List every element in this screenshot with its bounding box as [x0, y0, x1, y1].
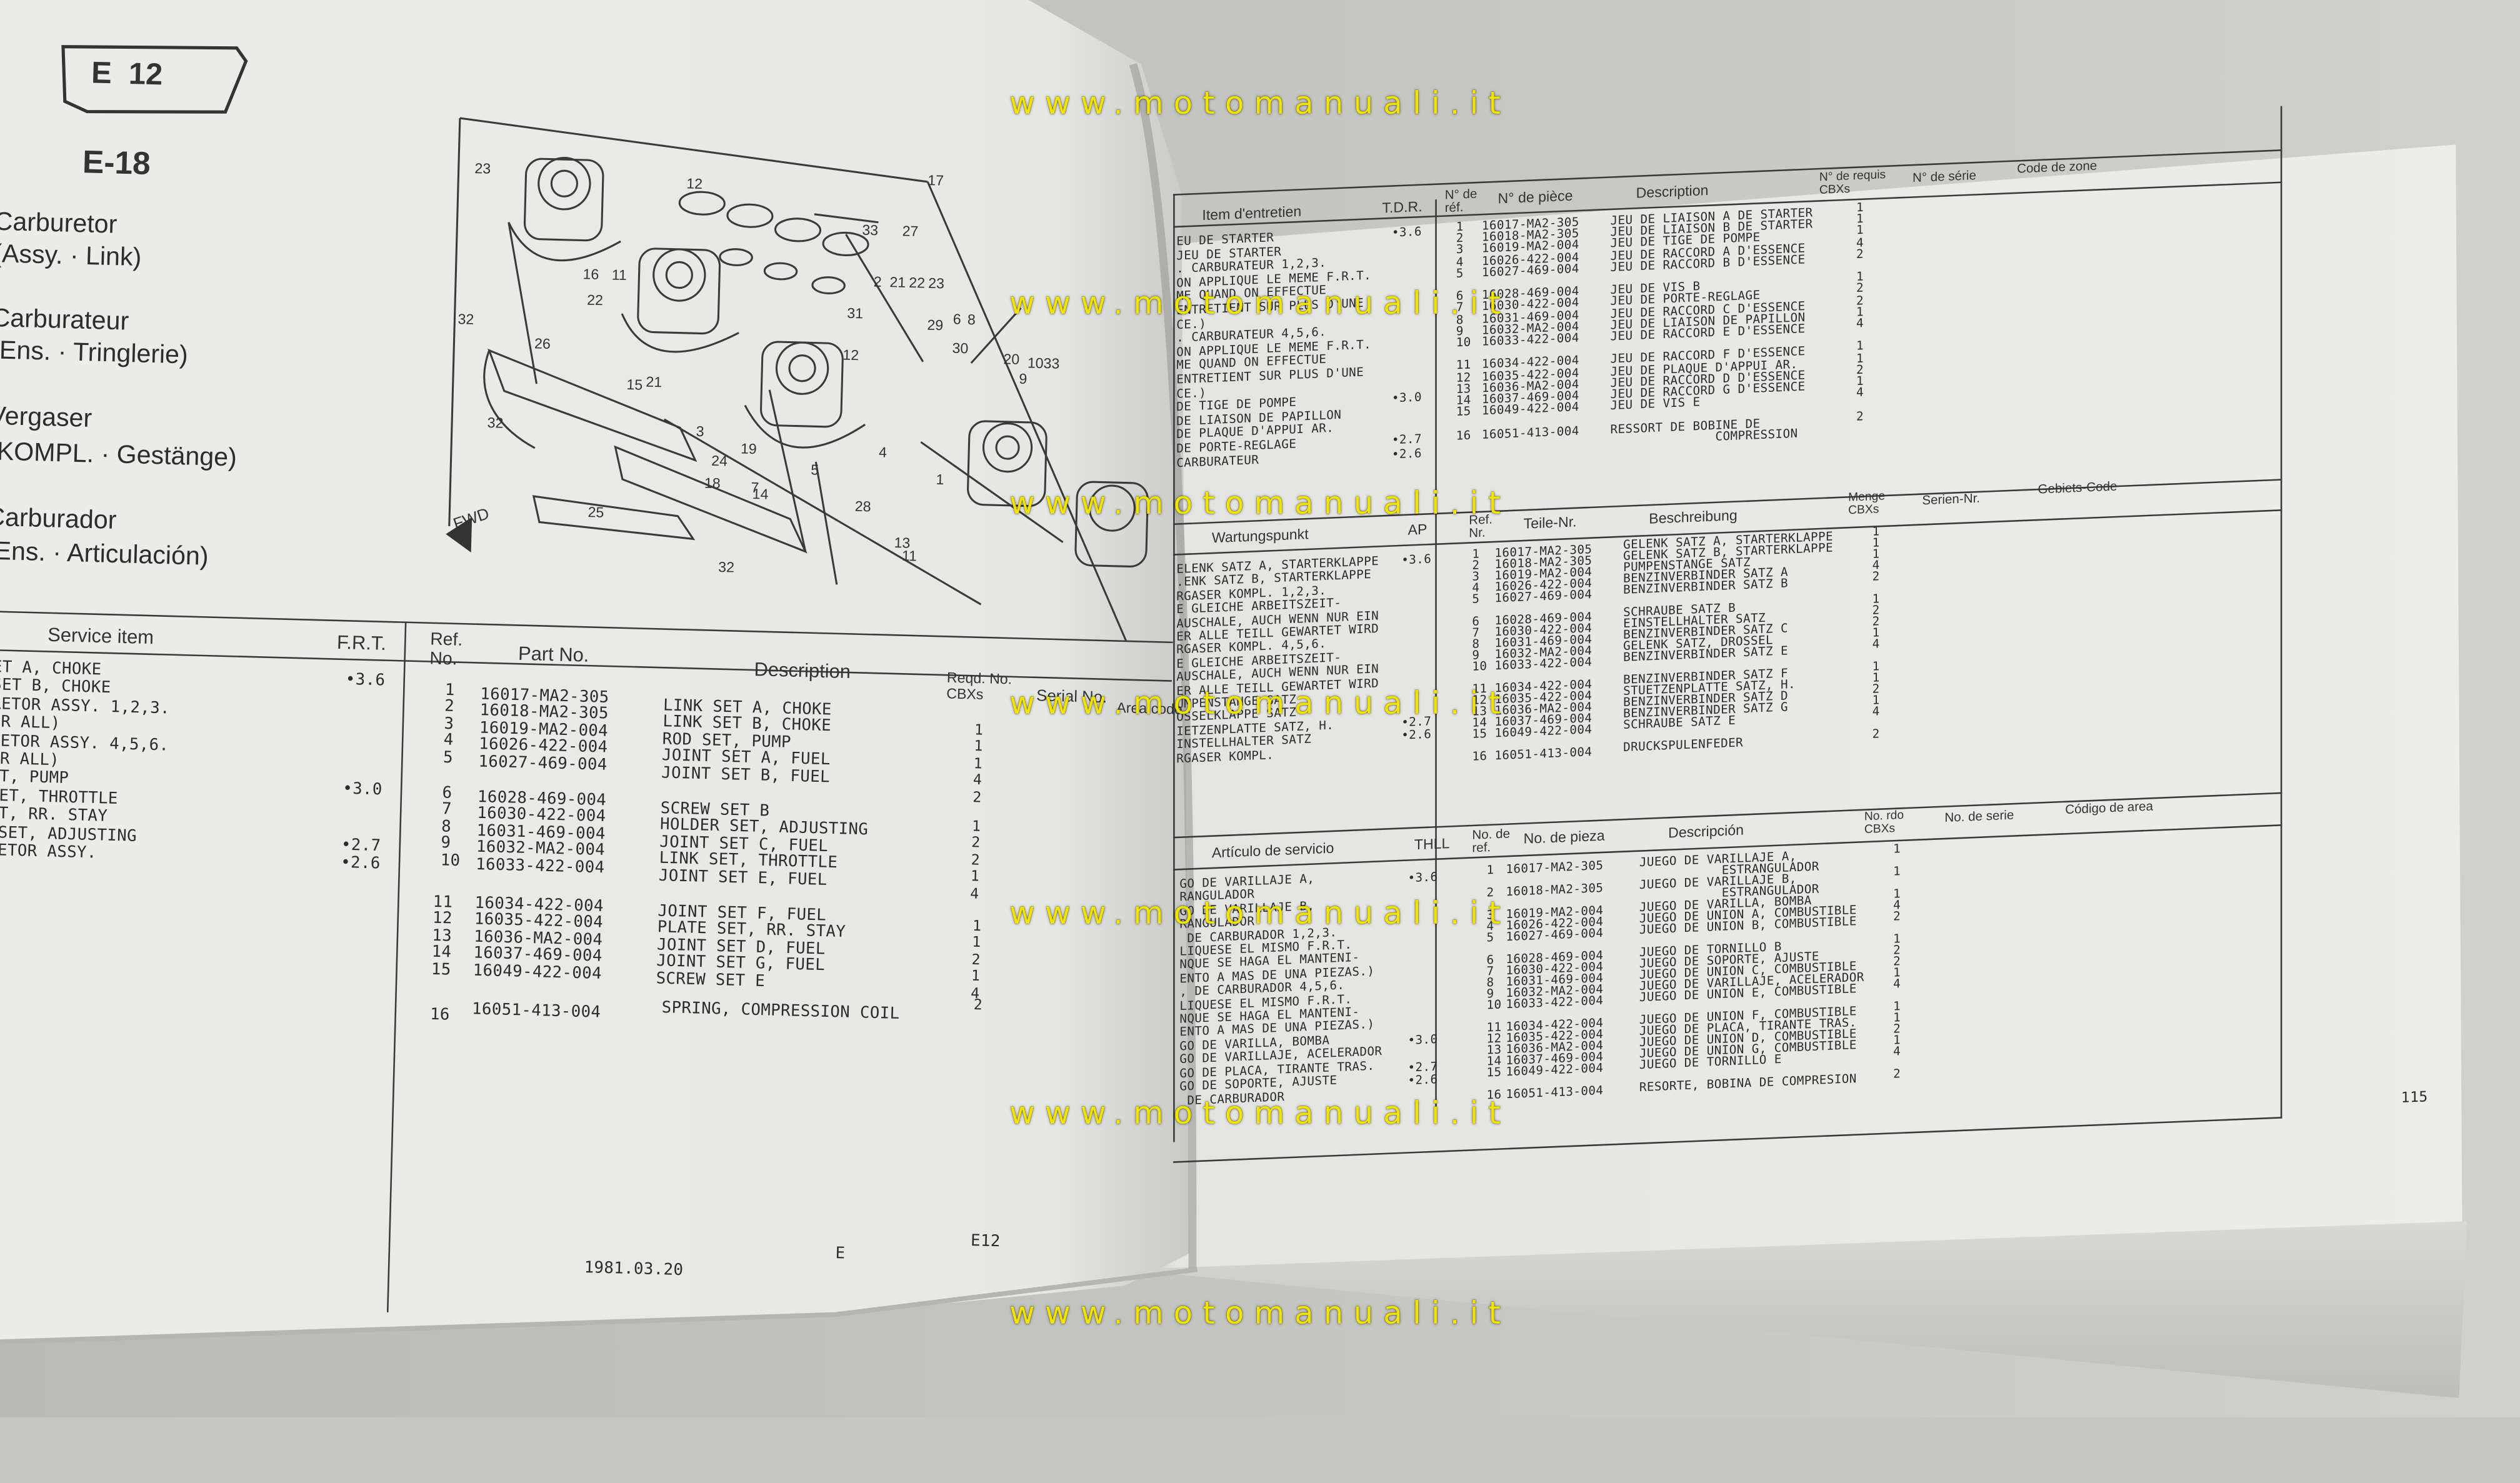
small-parts-row — [678, 191, 869, 294]
callout-18: 18 — [704, 475, 721, 492]
watermark-3: www.motomanuali.it — [1009, 485, 1511, 521]
rp-frame-left — [1173, 194, 1176, 1142]
de-refs: 1 2 3 4 5 6 7 8 9 10 11 12 13 14 15 16 — [1472, 546, 1488, 764]
callout-29: 29 — [927, 317, 943, 334]
callout-3: 3 — [696, 423, 704, 439]
callout-22: 22 — [909, 274, 925, 291]
carb-body-3 — [744, 341, 866, 449]
es-col-ref: No. de ref. — [1472, 826, 1511, 856]
callout-24: 24 — [711, 452, 728, 469]
callout-15: 15 — [626, 376, 642, 393]
callout-23: 23 — [474, 160, 491, 177]
fr-tdr: •3.6 •3.0 •2.7 •2.6 — [1391, 224, 1422, 461]
fr-col-desc: Description — [1636, 182, 1709, 201]
callout-10: 10 — [1028, 354, 1044, 371]
spine-shadow — [1129, 62, 1197, 1270]
fr-col-part: N° de pièce — [1498, 187, 1573, 207]
watermark-4: www.motomanuali.it — [1009, 685, 1511, 721]
callout-12: 12 — [686, 175, 702, 192]
callout-20: 20 — [1003, 351, 1019, 367]
es-col-zone: Código de area — [2065, 799, 2153, 817]
carb-body-1 — [508, 157, 621, 262]
callout-25: 25 — [588, 504, 604, 521]
callout-32c: 32 — [718, 559, 734, 576]
callout-17: 17 — [928, 172, 944, 189]
es-desc: JUEGO DE VARILLAJE A, ESTRANGULADOR JUEG… — [1639, 848, 1864, 1095]
page-edges — [1125, 1221, 2468, 1399]
callout-13: 13 — [894, 534, 910, 551]
fr-col-serial: N° de série — [1912, 167, 1976, 186]
callout-33b: 33 — [1043, 355, 1059, 372]
callout-11b: 11 — [902, 547, 918, 564]
callout-16: 16 — [582, 266, 599, 282]
callout-21: 21 — [889, 274, 906, 291]
es-qty: 1 1 1 4 2 1 2 2 1 4 1 1 2 1 4 2 — [1893, 841, 1901, 1081]
callout-32b: 32 — [487, 414, 503, 431]
carb-body-2 — [621, 247, 739, 353]
fr-col-zone: Code de zone — [2017, 158, 2098, 176]
linkage-rods — [664, 234, 1064, 606]
de-parts: 16017-MA2-305 16018-MA2-305 16019-MA2-00… — [1494, 542, 1592, 763]
watermark-6: www.motomanuali.it — [1009, 1095, 1511, 1131]
es-col-qty: No. rdo CBXs — [1864, 807, 1904, 837]
right-page-sheet — [1109, 144, 2462, 1270]
callout-1: 1 — [936, 471, 944, 487]
callout-14: 14 — [752, 486, 769, 502]
fuel-hose — [814, 213, 879, 224]
callout-9: 9 — [1019, 371, 1028, 387]
watermark-1: www.motomanuali.it — [1009, 85, 1511, 121]
callout-12b: 12 — [842, 346, 859, 363]
fr-col-tdr: T.D.R. — [1382, 198, 1422, 216]
callout-11: 11 — [611, 266, 627, 283]
callout-33: 33 — [862, 222, 878, 239]
de-col-item: Wartungspunkt — [1211, 526, 1309, 546]
carburetor-exploded-diagram: FWD 17 23 12 33 27 2 21 22 23 16 11 22 3… — [446, 117, 1149, 641]
rp-frame-right — [2280, 106, 2282, 1119]
callout-26: 26 — [534, 335, 551, 352]
left-page-sheet — [0, 0, 1189, 1342]
photo-background — [0, 0, 2520, 1417]
es-col-part: No. de pieza — [1523, 827, 1605, 847]
callout-27: 27 — [902, 222, 918, 239]
callout-31: 31 — [847, 305, 863, 322]
callout-23b: 23 — [928, 275, 944, 292]
carb-body-5 — [1074, 481, 1149, 568]
callout-2: 2 — [873, 273, 882, 289]
left-page-bottom-edge — [0, 1267, 1198, 1344]
es-col-desc: Descripción — [1668, 822, 1744, 841]
stay-brackets — [483, 348, 808, 554]
watermark-2: www.motomanuali.it — [1009, 285, 1511, 321]
es-col-thll: THLL — [1414, 835, 1450, 853]
callout-7: 7 — [751, 479, 759, 496]
callout-5: 5 — [811, 461, 819, 477]
callout-30: 30 — [952, 340, 968, 357]
es-col-serial: No. de serie — [1944, 807, 2014, 826]
es-col-item: Artículo de servicio — [1211, 839, 1334, 861]
fr-refs: 1 2 3 4 5 6 7 8 9 10 11 12 13 14 15 16 — [1456, 219, 1471, 442]
section-badge-frame — [61, 45, 248, 114]
watermark-5: www.motomanuali.it — [1009, 895, 1511, 931]
callout-19: 19 — [741, 441, 757, 457]
fr-parts: 16017-MA2-305 16018-MA2-305 16019-MA2-00… — [1481, 214, 1579, 442]
callout-28: 28 — [854, 498, 871, 515]
callout-22b: 22 — [587, 292, 603, 309]
callout-6: 6 — [953, 311, 962, 327]
carb-body-4 — [967, 420, 1048, 507]
de-col-ap: AP — [1408, 521, 1428, 538]
fr-col-item: Item d'entretien — [1202, 203, 1302, 224]
callout-4: 4 — [879, 444, 888, 460]
callout-8: 8 — [968, 311, 976, 327]
fr-col-ref: N° de réf. — [1444, 186, 1478, 216]
de-items: ELENK SATZ A, STARTERKLAPPE .ENK SATZ B,… — [1176, 553, 1379, 766]
fr-desc: JEU DE LIAISON A DE STARTER JEU DE LIAIS… — [1610, 205, 1813, 444]
fr-col-qty: N° de requis CBXs — [1819, 167, 1886, 197]
watermark-7: www.motomanuali.it — [1009, 1295, 1511, 1331]
fr-items: EU DE STARTER JEU DE STARTER . CARBURATE… — [1176, 230, 1372, 470]
callout-32: 32 — [458, 311, 474, 327]
callout-21b: 21 — [646, 374, 662, 391]
